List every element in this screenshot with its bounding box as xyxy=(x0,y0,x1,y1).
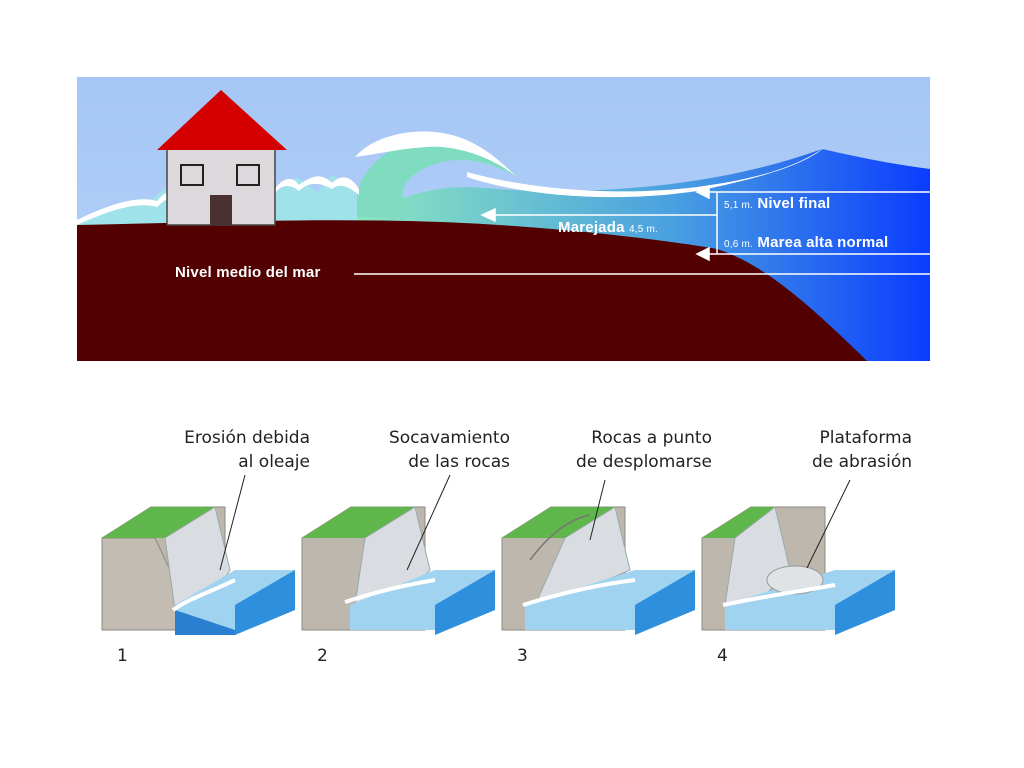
water-front xyxy=(175,610,235,635)
wave-foam xyxy=(344,578,436,604)
final-level-arrow xyxy=(695,184,710,200)
final-level-label: 5,1 m. Nivel final xyxy=(724,195,830,212)
surge-arrow xyxy=(480,207,496,223)
stage-caption-line1: Socavamiento xyxy=(388,428,510,448)
stage-1-illustration xyxy=(101,474,295,635)
stage-3-illustration xyxy=(501,479,695,635)
stage-2: Socavamiento de las rocas 2 xyxy=(295,420,510,670)
high-tide-arrow xyxy=(695,246,710,262)
stage-4-illustration xyxy=(701,479,895,635)
stage-number: 2 xyxy=(317,646,328,666)
level-lines xyxy=(354,184,930,275)
pointer-line xyxy=(219,474,246,571)
stage-caption-line2: al oleaje xyxy=(238,452,310,472)
grass-top xyxy=(502,507,615,538)
stage-caption: Socavamiento de las rocas xyxy=(389,426,510,474)
house-window-left xyxy=(180,164,204,186)
house-door xyxy=(210,195,232,225)
stage-number: 3 xyxy=(517,646,528,666)
stage-caption: Rocas a punto de desplomarse xyxy=(576,426,712,474)
surge-text: Marejada xyxy=(558,219,625,236)
stage-caption: Erosión debida al oleaje xyxy=(184,426,310,474)
rock-debris xyxy=(766,565,824,595)
water-body xyxy=(635,570,695,635)
stage-caption-line1: Plataforma xyxy=(819,428,912,448)
high-tide-label: 0,6 m. Marea alta normal xyxy=(724,234,888,251)
grass-top xyxy=(302,507,415,538)
stage-caption-line2: de desplomarse xyxy=(576,452,712,472)
stage-4: Plataforma de abrasión 4 xyxy=(695,420,912,670)
house-window-right xyxy=(236,164,260,186)
house-roof xyxy=(157,90,287,150)
surge-value: 4,5 m. xyxy=(629,224,659,235)
house xyxy=(157,90,287,226)
stage-caption-line1: Rocas a punto xyxy=(591,428,712,448)
wave-foam xyxy=(722,583,836,607)
stage-caption: Plataforma de abrasión xyxy=(812,426,912,474)
pointer-line xyxy=(589,479,606,541)
stage-number: 4 xyxy=(717,646,728,666)
grass-top xyxy=(102,507,215,538)
final-level-value: 5,1 m. xyxy=(724,200,753,211)
surge-label: Marejada 4,5 m. xyxy=(558,219,658,236)
wave-foam xyxy=(171,578,236,612)
pointer-line xyxy=(806,479,851,569)
water-body xyxy=(435,570,495,635)
stage-number: 1 xyxy=(117,646,128,666)
stage-caption-line2: de abrasión xyxy=(811,452,912,472)
stage-2-illustration xyxy=(301,474,495,635)
stage-1: Erosión debida al oleaje 1 xyxy=(95,420,310,670)
water-body xyxy=(835,570,895,635)
stage-caption-line1: Erosión debida xyxy=(184,428,310,448)
sea xyxy=(357,149,930,361)
pointer-line xyxy=(406,474,451,571)
water-body xyxy=(235,570,295,635)
mean-sea-level-label: Nivel medio del mar xyxy=(175,264,321,281)
high-tide-value: 0,6 m. xyxy=(724,239,753,250)
cliff-erosion-stages: Erosión debida al oleaje 1 Socavamiento … xyxy=(95,420,915,680)
final-level-text: Nivel final xyxy=(757,195,831,212)
high-tide-text: Marea alta normal xyxy=(757,234,889,251)
ground xyxy=(77,220,867,361)
wave-foam xyxy=(522,578,636,607)
grass-top xyxy=(702,507,775,538)
stage-caption-line2: de las rocas xyxy=(408,452,510,472)
storm-surge-illustration xyxy=(77,77,930,361)
wave-curl xyxy=(355,138,517,217)
wave-curl-crest xyxy=(355,131,517,177)
stage-3: Rocas a punto de desplomarse 3 xyxy=(495,420,712,670)
storm-surge-diagram: 5,1 m. Nivel final Marejada 4,5 m. 0,6 m… xyxy=(77,77,930,361)
crack xyxy=(529,514,591,561)
flood-foam xyxy=(77,176,359,225)
